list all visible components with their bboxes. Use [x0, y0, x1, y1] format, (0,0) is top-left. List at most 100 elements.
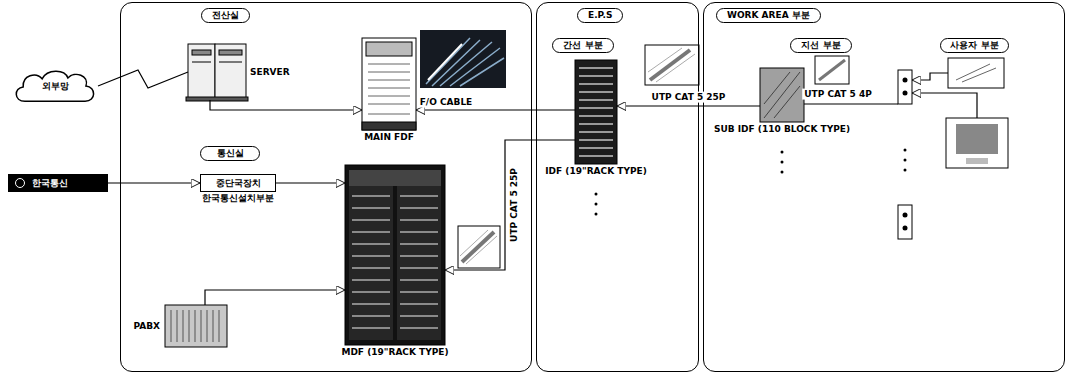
utp-cable-photo	[458, 226, 500, 268]
node-label: SUB IDF (110 BLOCK TYPE)	[713, 124, 851, 135]
connector	[98, 70, 188, 88]
outlet-arrow	[912, 73, 948, 80]
idf-rack	[579, 68, 613, 156]
fiber-cable-photo	[420, 30, 506, 88]
workstation-picture	[946, 118, 1008, 168]
panel-heading: WORK AREA 부분	[716, 8, 821, 23]
sub-idf-block: SUB IDF (110 BLOCK TYPE)	[760, 68, 804, 122]
node-label: MDF (19"RACK TYPE)	[340, 347, 449, 358]
utp-cable-photo	[648, 48, 695, 82]
node-label: MAIN FDF	[363, 132, 415, 143]
workstation-picture	[946, 118, 1008, 168]
connector	[108, 182, 200, 183]
node-label: 중단국장치	[216, 178, 261, 189]
section-tag: 간선 부분	[552, 38, 614, 53]
wall-outlet	[898, 205, 912, 239]
connector	[617, 105, 760, 106]
node-label: 사용자 부분	[950, 40, 998, 51]
continuation-dots	[595, 203, 598, 206]
fdf-rack	[362, 122, 416, 130]
connector	[276, 182, 345, 183]
room-panel: 통신실SERVERMAIN FDF중단국장치한국통신설치부분PABXMDF (1…	[120, 2, 532, 372]
node-label: SERVER	[250, 67, 290, 78]
mdf-rack	[345, 165, 445, 345]
pabx-icon	[165, 305, 227, 347]
mdf-rack	[345, 165, 445, 345]
utp-cable-photo	[815, 56, 849, 84]
sub-idf-block	[764, 72, 800, 118]
sub-caption: 한국통신설치부분	[201, 193, 275, 204]
utp-cable-photo	[819, 60, 845, 80]
continuation-dots	[781, 161, 784, 164]
continuation-dots	[904, 169, 907, 172]
server-node: SERVER	[188, 44, 246, 100]
utp-cable-photo	[815, 56, 849, 84]
wall-outlet	[903, 226, 908, 231]
cloud-outline	[16, 71, 93, 101]
connector	[445, 140, 575, 270]
carrier-box: 한국통신	[8, 174, 108, 192]
mdf-rack	[352, 196, 438, 328]
node-label: PABX	[133, 321, 160, 332]
cloud-outline	[12, 68, 98, 104]
node-label: IDF (19"RACK TYPE)	[544, 166, 648, 177]
cable-label: UTP CAT 5 4P	[802, 89, 874, 100]
fdf-rack	[366, 42, 412, 56]
server-icon	[219, 50, 242, 55]
pabx-node: PABX	[165, 305, 227, 347]
utp-4p-wire	[804, 103, 898, 104]
main-fdf-rack: MAIN FDF	[362, 38, 416, 130]
node-label: 외부망	[42, 81, 69, 92]
connector	[210, 100, 362, 110]
cable-label: UTP CAT 5 25P	[509, 166, 520, 244]
server-icon	[192, 50, 211, 55]
pen-tablet-picture	[956, 64, 996, 82]
mdf-rack: MDF (19"RACK TYPE)	[345, 165, 445, 345]
continuation-dots	[595, 149, 907, 216]
node-label: 통신실	[217, 148, 244, 159]
section-tag: 사용자 부분	[940, 38, 1009, 53]
idf-rack: IDF (19"RACK TYPE)	[575, 60, 617, 164]
wall-outlet	[898, 205, 912, 239]
sub-idf-block	[760, 68, 804, 122]
server-icon	[192, 62, 211, 63]
node-label: 간선 부분	[563, 40, 602, 51]
panel-heading: E.P.S	[577, 8, 623, 23]
continuation-dots	[904, 159, 907, 162]
mdf-rack	[349, 170, 441, 186]
workstation-picture	[956, 124, 998, 154]
wall-outlet	[903, 213, 908, 218]
node-label: 지선 부분	[801, 40, 840, 51]
idf-rack	[575, 60, 617, 164]
workstation-picture	[966, 158, 988, 164]
logo-mark	[15, 178, 25, 188]
continuation-dots	[781, 151, 784, 154]
room-panel: 지선 부분 사용자 부분 SUB IDF (110 BLOCK TYPE) WORK …	[703, 2, 1065, 372]
cable-label: F/O CABLE	[418, 97, 475, 108]
fdf-rack	[362, 38, 416, 130]
utp-cable-photo	[462, 232, 494, 262]
server-icon	[215, 44, 246, 100]
utp-cable-photo	[645, 45, 699, 85]
continuation-dots	[904, 149, 907, 152]
server-icon	[219, 62, 242, 63]
fiber-cable-photo	[426, 38, 504, 86]
pabx-icon	[171, 310, 219, 342]
fiber-cable-photo	[428, 44, 462, 80]
connector	[416, 109, 575, 110]
continuation-dots	[595, 213, 598, 216]
fiber-cable-photo	[420, 30, 506, 88]
room-panel: 간선 부분 IDF (19"RACK TYPE) E.P.S	[536, 2, 699, 372]
pabx-icon	[165, 305, 227, 347]
panel-heading: 전산실	[201, 8, 250, 23]
node-label: 한국통신	[32, 178, 68, 189]
exchange-box: 중단국장치한국통신설치부분	[200, 174, 276, 192]
server-icon	[188, 44, 215, 100]
idf-rack	[575, 60, 617, 164]
utp-cable-photo	[458, 226, 500, 268]
utp-cable-photo	[460, 230, 497, 264]
utp-cable-photo	[650, 50, 690, 80]
